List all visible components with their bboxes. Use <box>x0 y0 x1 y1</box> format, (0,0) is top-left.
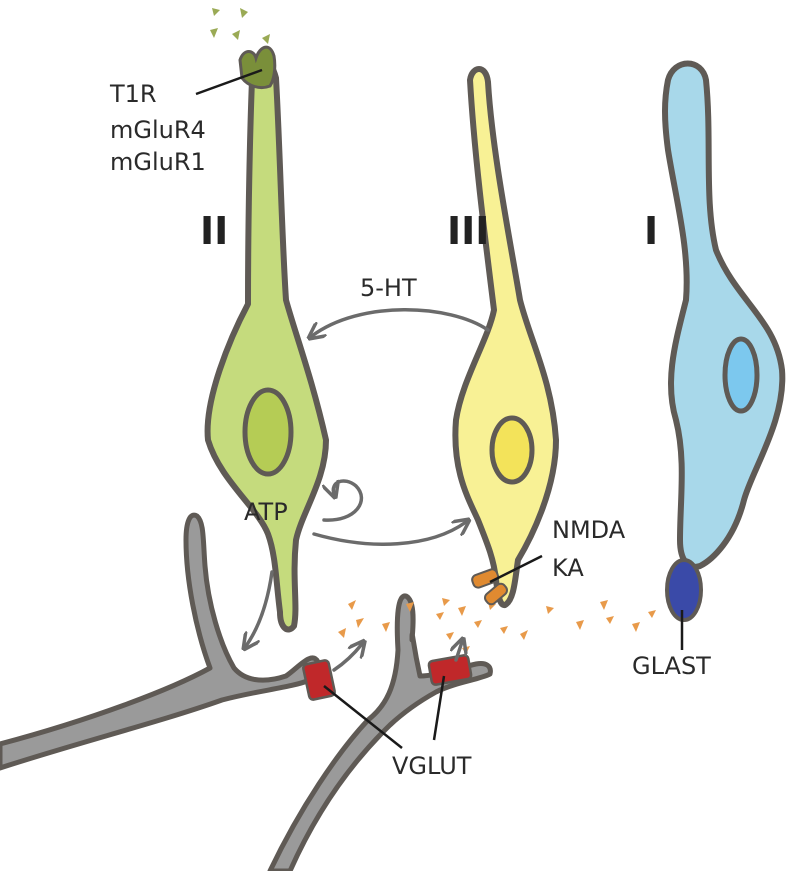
atp-label: ATP <box>244 498 288 526</box>
afferent-nerve-fiber-left <box>0 512 323 771</box>
type-iii-cell <box>452 66 559 608</box>
glutamate-particles <box>338 598 656 654</box>
t1r-leader <box>195 68 263 96</box>
atp-to-nerve-arrow <box>246 570 274 646</box>
type-ii-label: II <box>200 209 228 253</box>
atp-to-type-iii-arrow <box>312 522 466 546</box>
type-i-nucleus <box>722 336 760 414</box>
vglut-release-arrow-left <box>332 644 362 672</box>
serotonin-label: 5-HT <box>360 274 417 302</box>
glast-label: GLAST <box>632 652 711 680</box>
type-i-cell <box>662 60 786 570</box>
type-i-label: I <box>644 209 658 253</box>
vglut-leader-left <box>323 685 403 749</box>
t1r-receptor-cap <box>238 45 277 90</box>
afferent-nerve-fiber-right <box>267 593 493 871</box>
tastant-particles <box>210 8 270 44</box>
type-ii-nucleus <box>242 387 294 477</box>
type-ii-cell <box>204 59 329 633</box>
glast-transporter <box>665 558 703 622</box>
vglut-release-arrow-right <box>456 642 462 662</box>
nmda-ka-leader <box>489 554 543 584</box>
ka-label: KA <box>552 554 584 582</box>
t1r-label: T1R <box>109 80 157 108</box>
nmda-label: NMDA <box>552 516 626 544</box>
atp-autocrine-arrow <box>324 479 364 522</box>
type-iii-label: III <box>447 209 489 253</box>
vglut-label: VGLUT <box>392 752 472 780</box>
vglut-leader-right <box>432 675 446 741</box>
nmda-ka-receptors <box>471 568 509 606</box>
serotonin-arrow <box>312 308 490 336</box>
type-iii-nucleus <box>489 415 535 485</box>
mglur1-label: mGluR1 <box>110 148 206 176</box>
mglur4-label: mGluR4 <box>110 116 206 144</box>
